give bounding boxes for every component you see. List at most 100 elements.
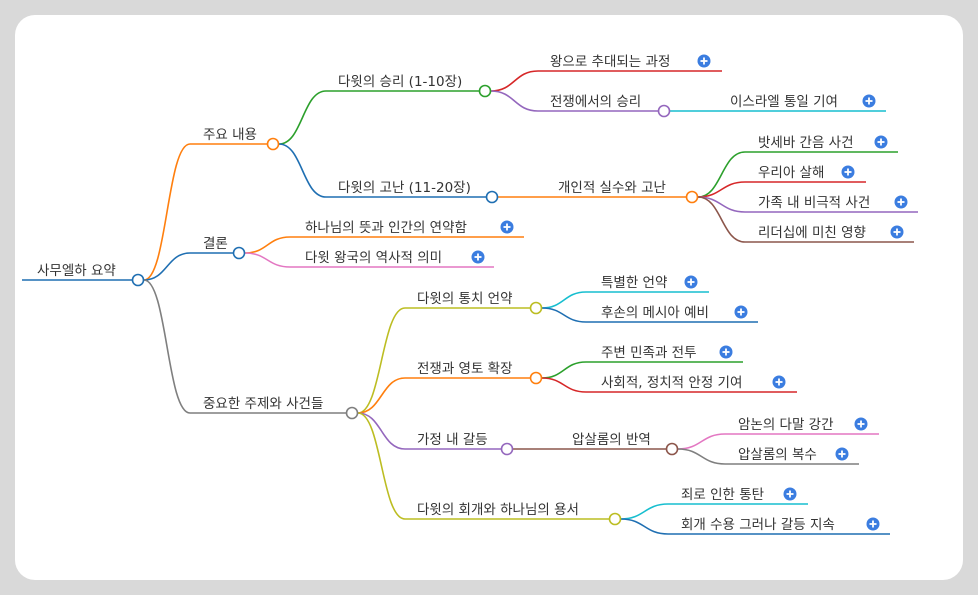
node-v2-label[interactable]: 전쟁에서의 승리 — [550, 94, 641, 110]
expand-plus-icon[interactable] — [697, 54, 711, 68]
node-v1-label[interactable]: 왕으로 추대되는 과정 — [550, 54, 670, 70]
connector-r2 — [620, 518, 669, 535]
plus-bar-v — [740, 308, 742, 316]
plus-bar-v — [847, 168, 849, 176]
node-abs-collapse-toggle[interactable] — [665, 442, 679, 456]
plus-bar-v — [506, 223, 508, 231]
connector-main — [143, 143, 191, 281]
plus-bar-v — [725, 348, 727, 356]
plus-bar-v — [900, 198, 902, 206]
node-war-label[interactable]: 전쟁과 영토 확장 — [417, 361, 513, 377]
node-layer: 사무엘하 요약 주요 내용 다윗의 승리 (1-10장) 왕으로 추대되는 과정전쟁에… — [37, 54, 908, 533]
node-mis-collapse-toggle[interactable] — [685, 190, 699, 204]
node-war-collapse-toggle[interactable] — [529, 371, 543, 385]
connector-layer — [22, 70, 918, 535]
node-c1-label[interactable]: 하나님의 뜻과 인간의 연약함 — [305, 220, 467, 236]
connector-a2 — [677, 448, 726, 465]
node-main-collapse-toggle[interactable] — [266, 137, 280, 151]
plus-bar-v — [703, 57, 705, 65]
plus-bar-v — [477, 253, 479, 261]
connector-m4 — [697, 196, 746, 243]
node-thm-label[interactable]: 중요한 주제와 사건들 — [203, 396, 323, 412]
node-cov-collapse-toggle[interactable] — [529, 301, 543, 315]
mindmap-canvas — [15, 15, 963, 580]
expand-plus-icon[interactable] — [684, 275, 698, 289]
plus-bar-v — [880, 138, 882, 146]
expand-plus-icon[interactable] — [854, 417, 868, 431]
node-abs-label[interactable]: 압살롬의 반역 — [572, 432, 651, 448]
node-fam-label[interactable]: 가정 내 갈등 — [417, 432, 488, 448]
connector-con — [143, 252, 191, 281]
node-a2-label[interactable]: 압살롬의 복수 — [738, 447, 817, 463]
node-suf-collapse-toggle[interactable] — [485, 190, 499, 204]
connector-r1 — [620, 503, 669, 520]
node-con-label[interactable]: 결론 — [203, 236, 228, 252]
node-con-collapse-toggle[interactable] — [232, 246, 246, 260]
connector-cov — [357, 307, 406, 414]
connector-c1 — [244, 236, 291, 254]
node-cv1-label[interactable]: 특별한 언약 — [601, 275, 667, 291]
expand-plus-icon[interactable] — [841, 165, 855, 179]
connector-w2 — [541, 377, 587, 393]
node-v2a-label[interactable]: 이스라엘 통일 기여 — [730, 94, 838, 110]
connector-m1 — [697, 151, 746, 198]
expand-plus-icon[interactable] — [719, 345, 733, 359]
node-rep-label[interactable]: 다윗의 회개와 하나님의 용서 — [417, 502, 579, 518]
plus-bar-v — [896, 228, 898, 236]
node-cv2-label[interactable]: 후손의 메시아 예비 — [601, 305, 709, 321]
connector-w1 — [541, 361, 587, 379]
connector-rep — [357, 412, 406, 520]
node-w1-label[interactable]: 주변 민족과 전투 — [601, 345, 697, 361]
connector-v1 — [490, 70, 539, 92]
node-fam-collapse-toggle[interactable] — [500, 442, 514, 456]
node-c2-label[interactable]: 다윗 왕국의 역사적 의미 — [305, 250, 442, 266]
expand-plus-icon[interactable] — [866, 517, 880, 531]
expand-plus-icon[interactable] — [862, 94, 876, 108]
connector-war — [357, 377, 406, 414]
connector-suf — [278, 143, 327, 198]
node-thm-collapse-toggle[interactable] — [345, 406, 359, 420]
expand-plus-icon[interactable] — [772, 375, 786, 389]
node-cov-label[interactable]: 다윗의 통치 언약 — [417, 291, 513, 307]
node-m2-label[interactable]: 우리아 살해 — [758, 165, 824, 181]
expand-plus-icon[interactable] — [894, 195, 908, 209]
node-root-label[interactable]: 사무엘하 요약 — [37, 263, 116, 279]
plus-bar-v — [872, 520, 874, 528]
connector-c2 — [244, 252, 291, 268]
node-main-label[interactable]: 주요 내용 — [203, 127, 257, 143]
expand-plus-icon[interactable] — [734, 305, 748, 319]
expand-plus-icon[interactable] — [874, 135, 888, 149]
node-r1-label[interactable]: 죄로 인한 통탄 — [681, 487, 764, 503]
connector-cv2 — [541, 307, 587, 323]
node-m1-label[interactable]: 밧세바 간음 사건 — [758, 135, 854, 151]
expand-plus-icon[interactable] — [835, 447, 849, 461]
node-m4-label[interactable]: 리더십에 미친 영향 — [758, 225, 866, 241]
node-rep-collapse-toggle[interactable] — [608, 512, 622, 526]
node-a1-label[interactable]: 암논의 다말 강간 — [738, 417, 834, 433]
connector-thm — [143, 279, 191, 414]
connector-fam — [357, 412, 406, 450]
connector-a1 — [677, 433, 726, 450]
node-root-collapse-toggle[interactable] — [131, 273, 145, 287]
plus-bar-v — [789, 490, 791, 498]
connector-v2 — [490, 90, 539, 112]
expand-plus-icon[interactable] — [783, 487, 797, 501]
plus-bar-v — [841, 450, 843, 458]
plus-bar-v — [690, 278, 692, 286]
node-suf-label[interactable]: 다윗의 고난 (11-20장) — [338, 180, 471, 196]
node-vic-label[interactable]: 다윗의 승리 (1-10장) — [338, 74, 462, 90]
node-mis-label[interactable]: 개인적 실수와 고난 — [558, 180, 666, 196]
plus-bar-v — [868, 97, 870, 105]
expand-plus-icon[interactable] — [471, 250, 485, 264]
plus-bar-v — [778, 378, 780, 386]
expand-plus-icon[interactable] — [500, 220, 514, 234]
node-m3-label[interactable]: 가족 내 비극적 사건 — [758, 195, 870, 211]
node-r2-label[interactable]: 회개 수용 그러나 갈등 지속 — [681, 517, 835, 533]
connector-cv1 — [541, 291, 587, 309]
node-w2-label[interactable]: 사회적, 정치적 안정 기여 — [601, 375, 742, 391]
node-v2-collapse-toggle[interactable] — [657, 104, 671, 118]
connector-vic — [278, 90, 327, 145]
expand-plus-icon[interactable] — [890, 225, 904, 239]
node-vic-collapse-toggle[interactable] — [478, 84, 492, 98]
